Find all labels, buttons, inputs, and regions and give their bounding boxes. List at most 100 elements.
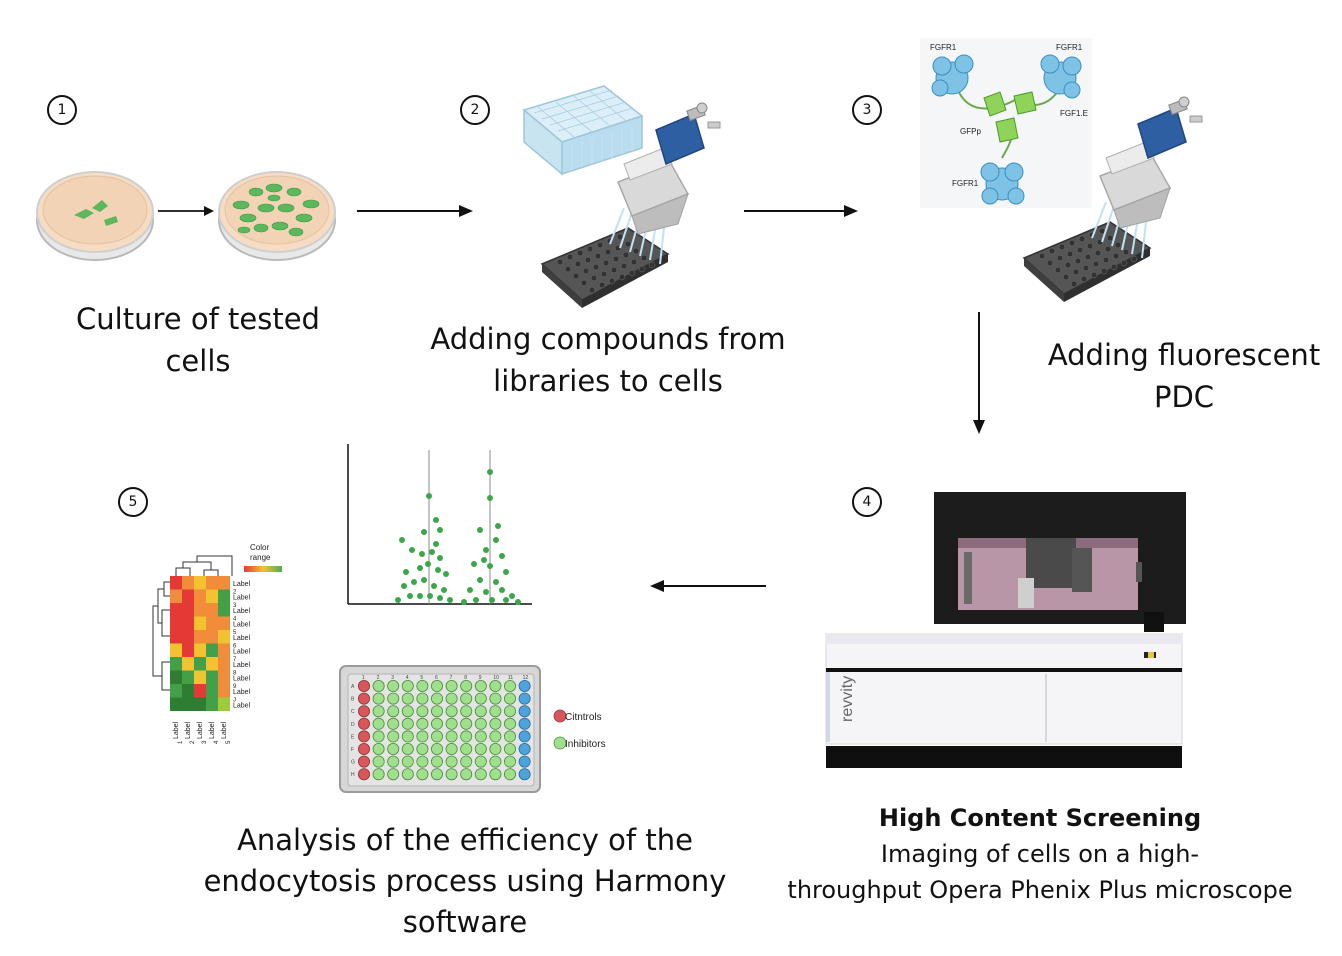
heatmap-cell: [218, 616, 230, 630]
heatmap-row-label: Label: [233, 595, 251, 602]
arrow-step3-to-step4: [973, 312, 985, 434]
plate-well: [416, 717, 429, 730]
plate-well: [357, 730, 370, 743]
plate-well: [489, 768, 502, 781]
step-2-number: 2: [460, 95, 490, 125]
plate-well: [474, 705, 487, 718]
step-5-number: 5: [118, 487, 148, 517]
plate-row-label: H: [351, 772, 355, 778]
step-4-caption-line2: throughput Opera Phenix Plus microscope: [787, 876, 1293, 904]
strip-plot-point: [409, 547, 415, 553]
plate-well: [474, 768, 487, 781]
plate-well: [474, 730, 487, 743]
plate-row-label: C: [351, 709, 355, 715]
heatmap-dendrogram: Color range LabelLabel2Label3Label4Label…: [152, 543, 282, 744]
heatmap-cell: [182, 603, 194, 617]
heatmap-cell: [182, 589, 194, 603]
heatmap-row-index: 6: [233, 644, 237, 650]
step-3-caption-line1: Adding fluorescent: [1047, 338, 1321, 372]
plate-well: [387, 743, 400, 756]
plate-well: [372, 679, 385, 692]
plate-well: [401, 717, 414, 730]
heatmap-cell: [194, 603, 206, 617]
plate-well: [503, 743, 516, 756]
gfpp-label: GFPp: [960, 127, 981, 136]
plate-col-label: 3: [391, 675, 394, 681]
plate-well: [431, 705, 444, 718]
heatmap-cell: [194, 670, 206, 684]
heatmap-col-index: 1: [178, 740, 184, 744]
plate-well: [503, 755, 516, 768]
color-range-label-2: range: [250, 553, 271, 562]
strip-plot-point: [503, 597, 509, 603]
step-4-number: 4: [852, 487, 882, 517]
petri-dish-sparse-icon: [36, 171, 154, 261]
strip-plot-point: [427, 593, 433, 599]
heatmap-row-label: Label: [233, 703, 251, 710]
strip-plot-point: [443, 571, 449, 577]
step-2-caption: Adding compounds from libraries to cells: [418, 318, 798, 402]
plate-row-label: F: [351, 747, 354, 753]
plate-well: [431, 768, 444, 781]
plate-well: [518, 755, 531, 768]
plate-well: [416, 679, 429, 692]
plate-well: [518, 717, 531, 730]
heatmap-cell: [170, 697, 182, 711]
heatmap-col-index: 2: [190, 740, 196, 744]
step-4-title: High Content Screening: [878, 804, 1202, 832]
plate-well: [357, 705, 370, 718]
strip-plot-point: [421, 577, 427, 583]
plate-well: [431, 679, 444, 692]
plate-well: [357, 768, 370, 781]
heatmap-cell: [206, 589, 218, 603]
heatmap-cell: [182, 576, 194, 590]
plate-row-label: A: [351, 684, 355, 690]
plate-well: [372, 717, 385, 730]
plate-well: [387, 730, 400, 743]
plate-col-label: 7: [450, 675, 453, 681]
plate-well: [445, 730, 458, 743]
heatmap-col-index: 4: [214, 740, 220, 744]
plate-col-label: 9: [479, 675, 482, 681]
plate-well: [416, 730, 429, 743]
arrow-step2-to-step3: [744, 205, 858, 217]
plate-col-label: 2: [377, 675, 380, 681]
plate-well: [431, 717, 444, 730]
plate-well: [518, 692, 531, 705]
strip-plot-point: [395, 597, 401, 603]
heatmap-cell: [170, 616, 182, 630]
heatmap-cell: [170, 684, 182, 698]
plate-well: [401, 730, 414, 743]
strip-plot-point: [509, 593, 515, 599]
multichannel-pipette-icon: [540, 102, 721, 308]
plate-well: [401, 768, 414, 781]
heatmap-cell: [218, 684, 230, 698]
plate-well: [474, 679, 487, 692]
plate-row-label: D: [351, 722, 355, 728]
plate-well: [474, 755, 487, 768]
strip-plot-point: [503, 569, 509, 575]
strip-plot-point: [433, 517, 439, 523]
controls-swatch: [553, 709, 567, 723]
heatmap-cell: [182, 670, 194, 684]
legend-inhibitors-label: Inhibitors: [565, 739, 606, 750]
plate-col-label: 5: [420, 675, 423, 681]
heatmap-row-index: 2: [233, 590, 237, 596]
plate-well: [489, 679, 502, 692]
plate-col-label: 12: [523, 675, 529, 681]
strip-plot-point: [411, 579, 417, 585]
plate-well: [416, 692, 429, 705]
heatmap-cell: [170, 670, 182, 684]
step-1-caption-line2: cells: [165, 344, 231, 378]
plate-well: [474, 717, 487, 730]
heatmap-cell: [170, 589, 182, 603]
heatmap-cell: [194, 616, 206, 630]
plate-well: [460, 692, 473, 705]
plate-well: [416, 755, 429, 768]
strip-plot-point: [477, 527, 483, 533]
step-2-caption-line1: Adding compounds from: [430, 322, 786, 356]
heatmap-col-index: 5: [226, 740, 232, 744]
heatmap-cell: [218, 697, 230, 711]
strip-plot: [347, 444, 532, 605]
plate-col-label: 11: [508, 675, 513, 681]
